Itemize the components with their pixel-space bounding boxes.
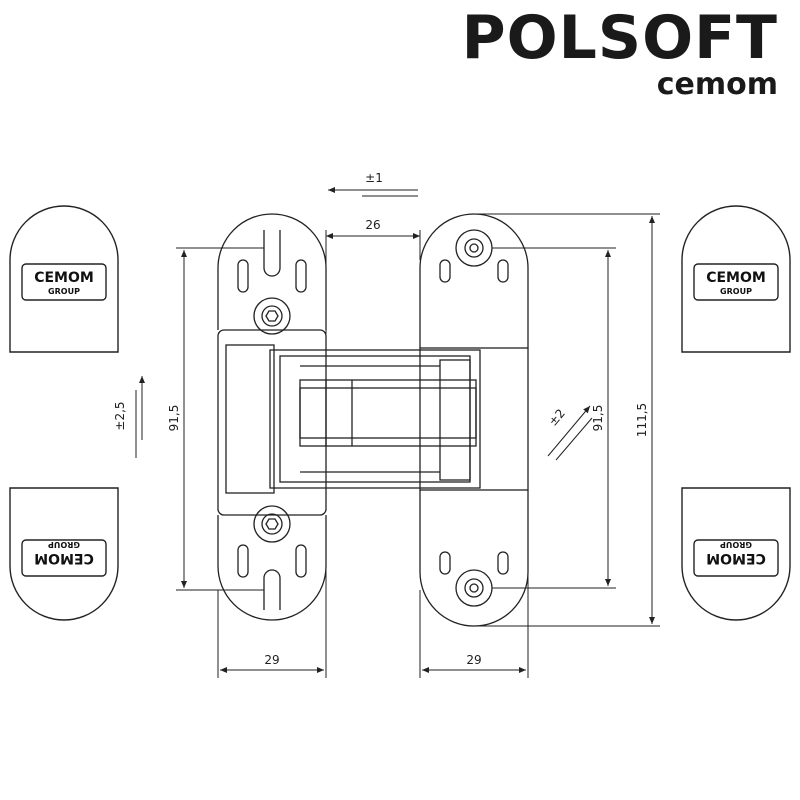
cap-sub-br: GROUP (720, 540, 752, 549)
cap-brand-bl: CEMOM (34, 550, 94, 566)
cap-bottom-right (681, 487, 791, 621)
brand-name: POLSOFT (461, 3, 778, 73)
cap-sub-bl: GROUP (48, 540, 80, 549)
cap-brand-tr: CEMOM (706, 270, 766, 286)
left-hinge-plate (217, 213, 327, 621)
dim-left-height: 91,5 (167, 405, 181, 432)
dim-shift-horizontal: ±1 (365, 171, 383, 185)
dim-right-width: 29 (466, 653, 481, 667)
cap-top-left (9, 205, 119, 353)
cap-top-right (681, 205, 791, 353)
right-hinge-plate (419, 213, 529, 627)
cap-bottom-left (9, 487, 119, 621)
brand-sub: cemom (656, 67, 778, 102)
cap-sub-tr: GROUP (720, 287, 752, 296)
dim-gap: 26 (365, 218, 380, 232)
cap-brand-br: CEMOM (706, 550, 766, 566)
dim-right-total-height: 111,5 (635, 403, 649, 437)
cap-sub-tl: GROUP (48, 287, 80, 296)
dim-left-width: 29 (264, 653, 279, 667)
cap-brand-tl: CEMOM (34, 270, 94, 286)
dim-diagonal-shift: ±2 (546, 406, 568, 429)
dim-shift-vertical: ±2,5 (113, 401, 127, 430)
dim-right-inner-height: 91,5 (591, 405, 605, 432)
brand-logo: POLSOFT cemom (462, 8, 778, 100)
hinge-mechanism (269, 349, 481, 489)
